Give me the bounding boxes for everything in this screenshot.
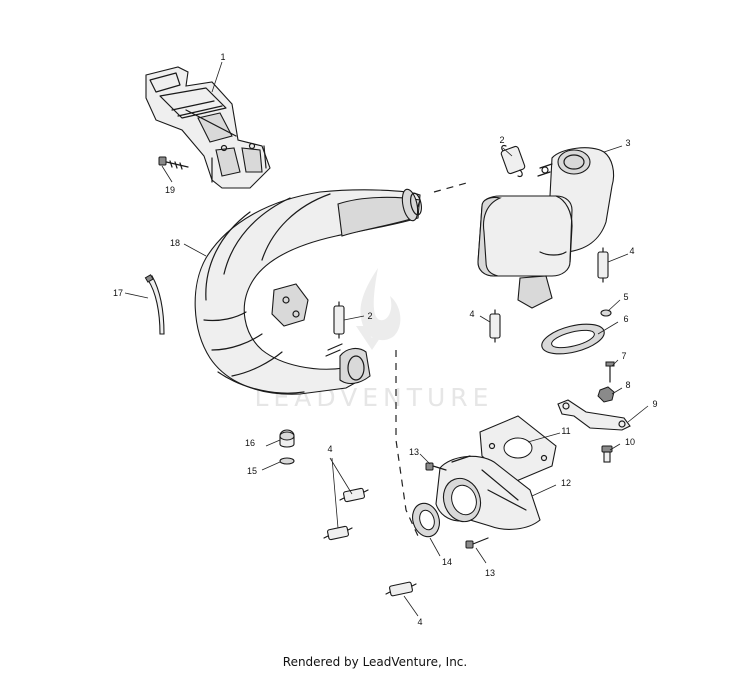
spring-4-bottom — [385, 581, 417, 597]
callout-13-lower: 13 — [485, 568, 495, 578]
callout-14: 14 — [442, 557, 452, 567]
callout-4-middle: 4 — [469, 309, 474, 319]
gasket-14 — [412, 502, 440, 538]
mounting-bracket — [145, 66, 271, 189]
spring-4-middle — [489, 309, 501, 343]
callout-2-middle: 2 — [367, 311, 372, 321]
callout-17: 17 — [113, 288, 123, 298]
callout-labels: 1 2 2 3 4 4 4 4 5 6 7 8 9 10 11 12 13 13… — [113, 52, 658, 627]
gasket-ring-6 — [541, 323, 605, 355]
callout-6: 6 — [623, 314, 628, 324]
spring-4-left-lower — [323, 525, 353, 541]
bolt-10 — [601, 445, 613, 463]
callout-8: 8 — [625, 380, 630, 390]
callout-1: 1 — [220, 52, 225, 62]
bolt-19 — [158, 156, 189, 170]
callout-4-right: 4 — [629, 246, 634, 256]
nut-8 — [597, 386, 615, 403]
callout-5: 5 — [623, 292, 628, 302]
callout-16: 16 — [245, 438, 255, 448]
callout-19: 19 — [165, 185, 175, 195]
callout-15: 15 — [247, 466, 257, 476]
callout-7: 7 — [621, 351, 626, 361]
exhaust-manifold-12 — [435, 455, 541, 530]
strap-17 — [144, 274, 165, 335]
alignment-line-upper — [433, 181, 471, 193]
footer-credit: Rendered by LeadVenture, Inc. — [282, 655, 468, 669]
callout-11: 11 — [561, 426, 570, 436]
bolt-13-lower — [465, 537, 489, 549]
bracket-arm-9 — [557, 399, 631, 431]
callout-2-top: 2 — [499, 135, 504, 145]
leader-lines — [124, 61, 649, 617]
callout-9: 9 — [652, 399, 657, 409]
silencer — [477, 147, 615, 309]
spring-4-right — [597, 247, 609, 283]
washer-15 — [279, 457, 295, 465]
spring-4-left-upper — [339, 487, 369, 503]
callout-10: 10 — [625, 437, 635, 447]
callout-3: 3 — [625, 138, 630, 148]
expansion-chamber — [194, 188, 422, 395]
callout-4-bottom: 4 — [417, 617, 422, 627]
callout-18: 18 — [170, 238, 180, 248]
washer-5 — [600, 309, 612, 317]
callout-12: 12 — [561, 478, 571, 488]
callout-4-left: 4 — [327, 444, 332, 454]
spring-2-middle — [333, 301, 345, 339]
spring-2-top — [500, 144, 526, 178]
grommet-16 — [279, 429, 295, 448]
callout-13-upper: 13 — [409, 447, 419, 457]
alignment-line-lower — [395, 350, 419, 537]
